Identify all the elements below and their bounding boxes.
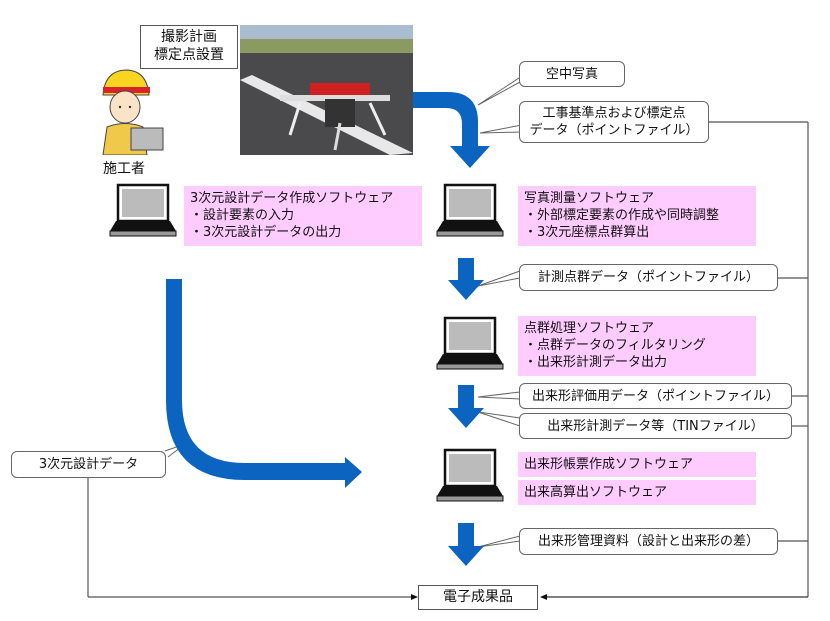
callout-eval-data-text: 出来形評価用データ（ポイントファイル）	[531, 388, 779, 404]
callout-design-data-text: 3次元設計データ	[38, 457, 139, 472]
laptop-icon-report	[436, 448, 504, 502]
software-volume-title: 出来高算出ソフトウェア	[524, 485, 668, 500]
callout-measured-points: 計測点群データ（ポイントファイル）	[519, 264, 778, 291]
software-pointcloud-item-1: ・点群データのフィルタリング	[524, 338, 706, 353]
callout-tail-control	[479, 124, 523, 134]
callout-control-points-line-2: データ（ポイントファイル）	[529, 123, 699, 138]
arrowhead-left-in	[411, 594, 418, 600]
callout-tail-mgmt	[477, 535, 521, 548]
callout-management-docs: 出来形管理資料（設計と出来形の差）	[519, 528, 778, 555]
software-report-title: 出来形帳票作成ソフトウェア	[524, 457, 694, 472]
laptop-icon-design	[109, 183, 177, 237]
callout-control-points: 工事基準点および標定点 データ（ポイントファイル）	[519, 101, 709, 143]
arrow-photogrammetry-to-pointcloud	[448, 258, 484, 300]
laptop-icon-photogrammetry	[436, 183, 504, 237]
callout-tail-tin	[477, 411, 521, 427]
software-design-item-2: ・3次元設計データの出力	[190, 225, 342, 240]
laptop-icon-pointcloud	[436, 316, 504, 370]
callout-management-docs-text: 出来形管理資料（設計と出来形の差）	[537, 534, 759, 549]
software-pointcloud-box: 点群処理ソフトウェア ・点群データのフィルタリング ・出来形計測データ出力	[518, 316, 756, 376]
worker-illustration	[102, 69, 164, 155]
software-pointcloud-title: 点群処理ソフトウェア	[524, 321, 655, 336]
software-photogrammetry-item-2: ・3次元座標点群算出	[524, 225, 650, 240]
callout-tail-measured	[477, 270, 521, 287]
arrow-design-to-report	[166, 279, 362, 488]
plan-box: 撮影計画 標定点設置	[140, 25, 238, 69]
drone-photo	[240, 25, 413, 155]
software-pointcloud-item-2: ・出来形計測データ出力	[524, 355, 668, 370]
callout-aerial-photo-text: 空中写真	[545, 66, 598, 82]
software-photogrammetry-title: 写真測量ソフトウェア	[524, 191, 655, 206]
plan-box-line-1: 撮影計画	[161, 29, 217, 45]
software-volume-box: 出来高算出ソフトウェア	[518, 480, 756, 505]
software-design-title: 3次元設計データ作成ソフトウェア	[190, 191, 394, 206]
software-photogrammetry-box: 写真測量ソフトウェア ・外部標定要素の作成や同時調整 ・3次元座標点群算出	[518, 186, 756, 246]
callout-design-data: 3次元設計データ	[11, 451, 166, 478]
callout-tail-aerial	[477, 75, 523, 106]
callout-aerial-photo: 空中写真	[519, 61, 625, 87]
deliverable-text: 電子成果品	[443, 589, 513, 605]
software-report-box: 出来形帳票作成ソフトウェア	[518, 452, 756, 477]
software-design-item-1: ・設計要素の入力	[190, 208, 295, 223]
callout-control-points-line-1: 工事基準点および標定点	[542, 106, 686, 121]
software-design-box: 3次元設計データ作成ソフトウェア ・設計要素の入力 ・3次元設計データの出力	[184, 186, 422, 246]
deliverable-box: 電子成果品	[418, 585, 538, 610]
callout-eval-data: 出来形評価用データ（ポイントファイル）	[519, 383, 792, 409]
callout-measured-points-text: 計測点群データ（ポイントファイル）	[537, 270, 759, 285]
arrow-photo-to-photogrammetry	[412, 92, 490, 168]
plan-box-line-2: 標定点設置	[154, 47, 224, 63]
arrow-pointcloud-to-report	[448, 385, 484, 428]
worker-label: 施工者	[103, 161, 145, 177]
arrowhead-right-in	[540, 594, 547, 600]
callout-tin-data-text: 出来形計測データ等（TINファイル）	[547, 418, 764, 434]
callout-tin-data: 出来形計測データ等（TINファイル）	[519, 413, 792, 439]
arrow-report-to-output	[448, 523, 484, 566]
callout-tail-eval	[477, 391, 521, 400]
software-photogrammetry-item-1: ・外部標定要素の作成や同時調整	[524, 208, 720, 223]
